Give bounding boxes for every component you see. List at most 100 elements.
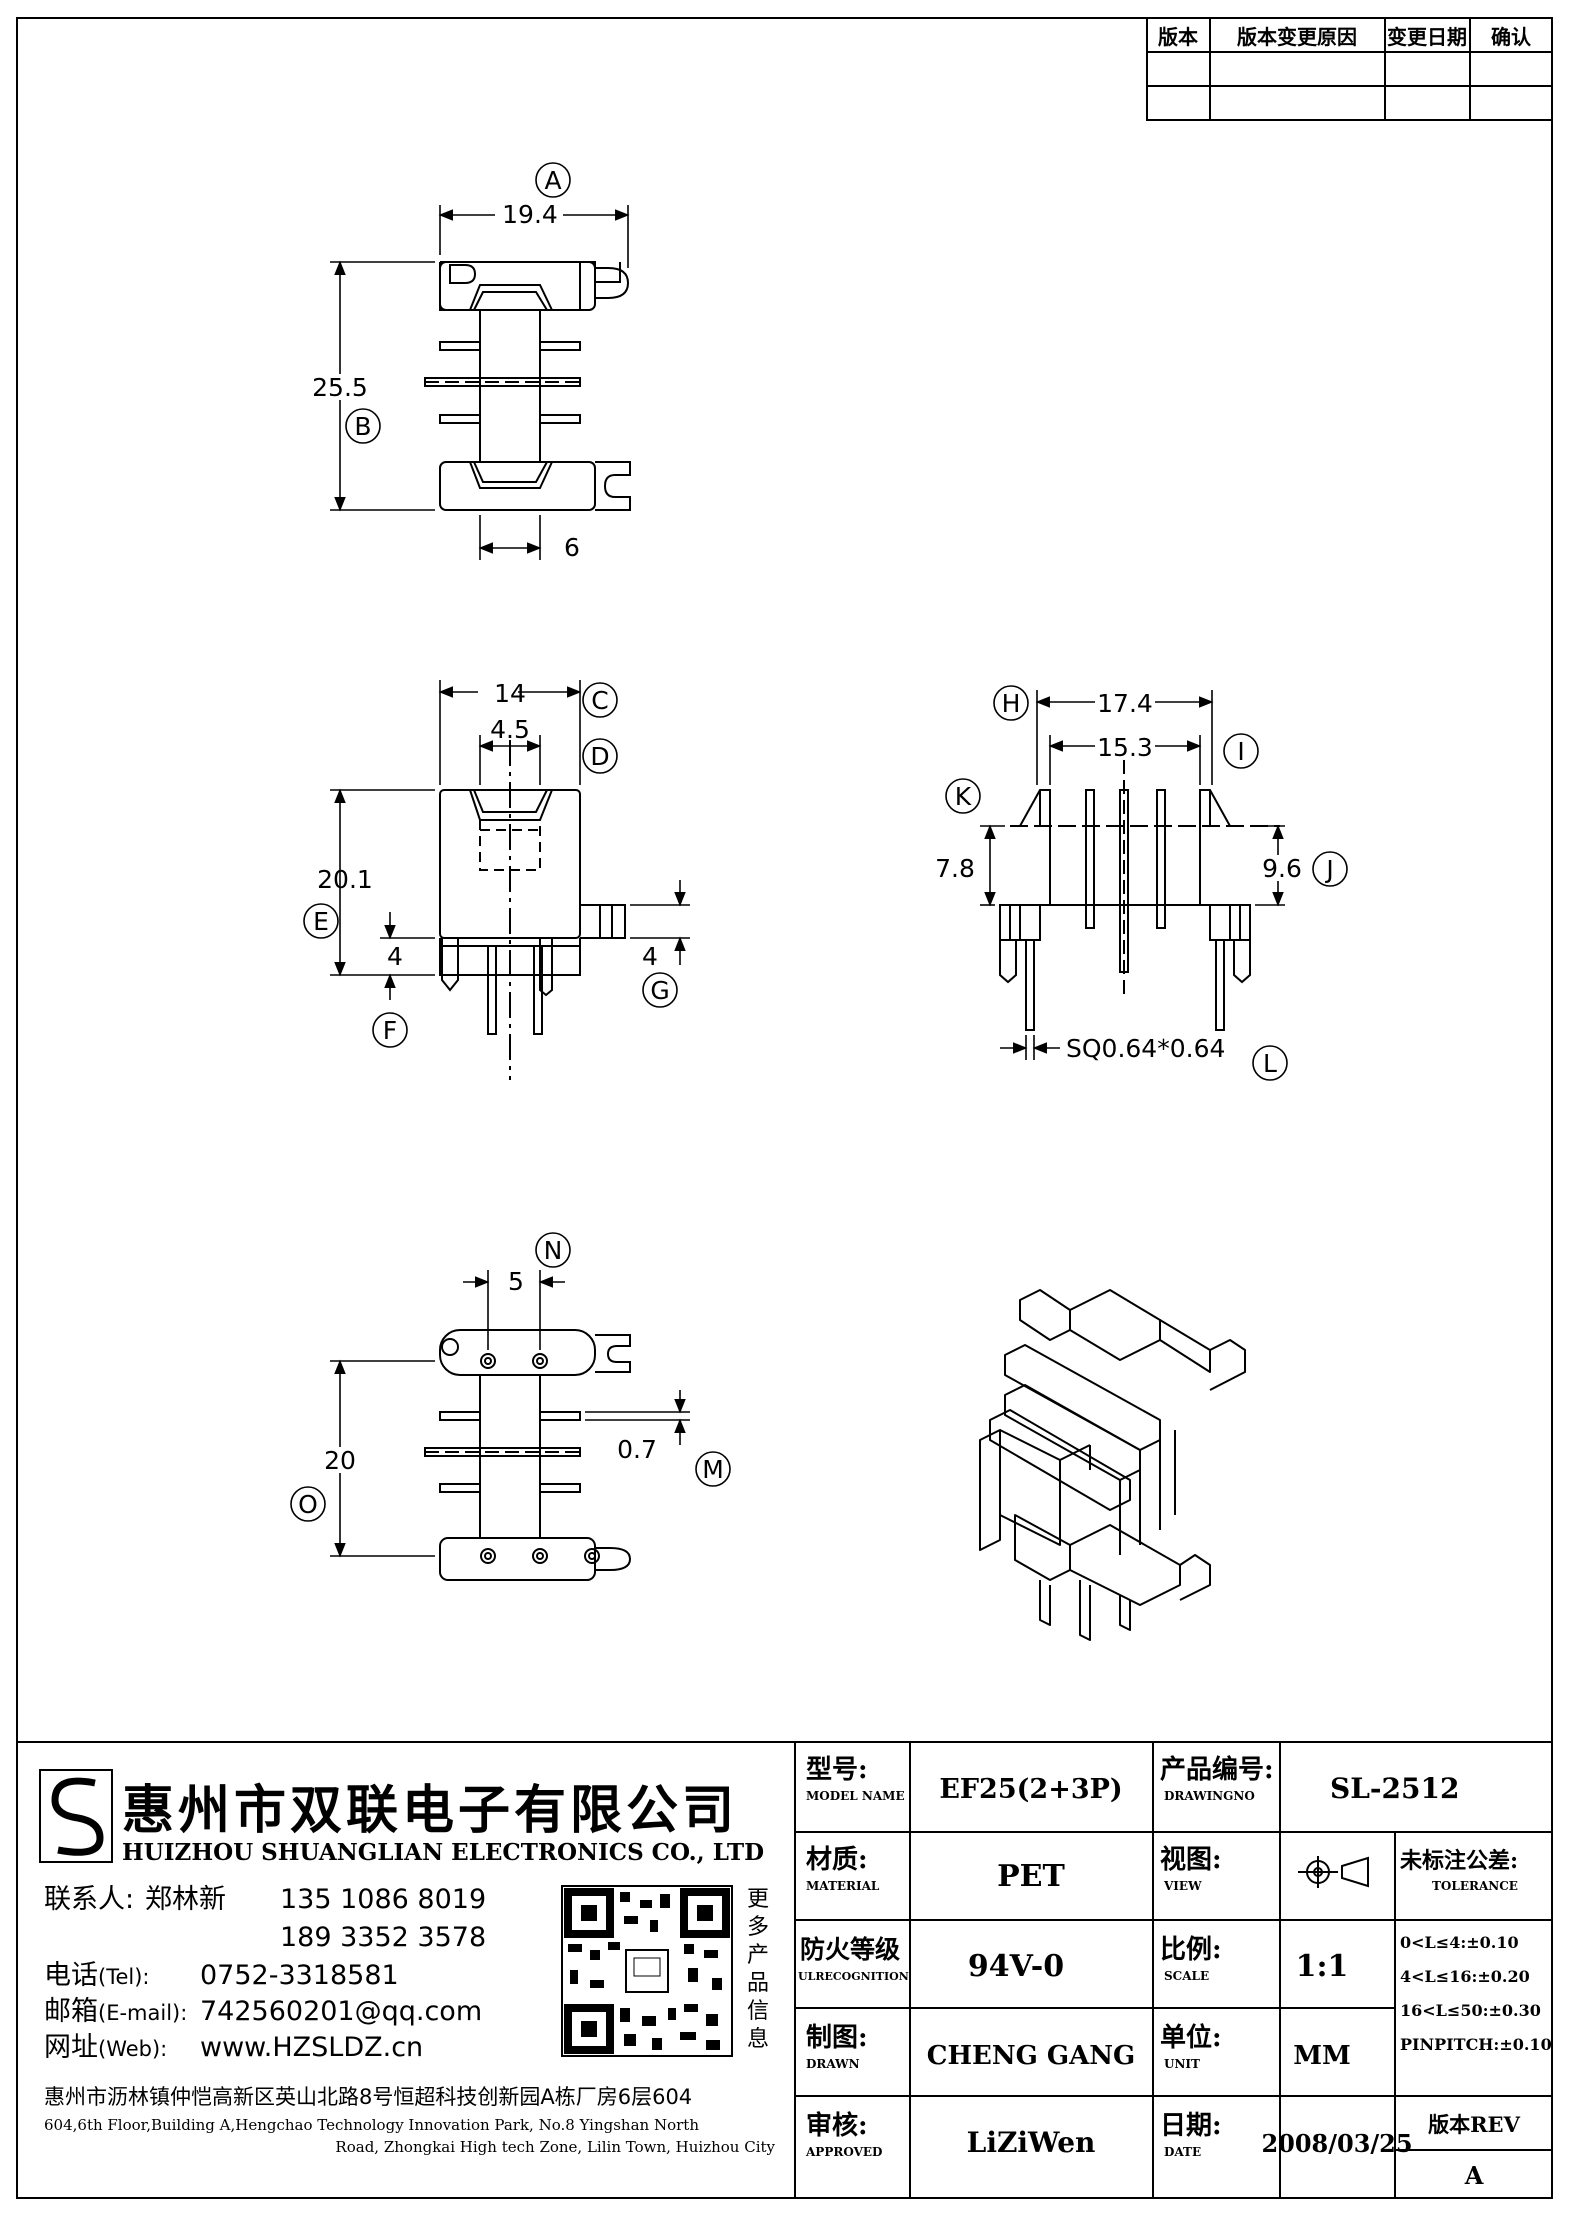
circle-c-label: C (591, 686, 608, 715)
date-value: 2008/03/25 (1261, 2129, 1412, 2158)
company-name-en: HUIZHOU SHUANGLIAN ELECTRONICS CO., LTD (122, 1839, 764, 1866)
dim-6-value: 6 (564, 533, 580, 562)
dim-mask (930, 855, 980, 881)
material-sublabel: MATERIAL (806, 1879, 880, 1893)
fire-rating-value: 94V-0 (968, 1949, 1064, 1984)
dim-mask (320, 1447, 360, 1473)
tolerance-label: 未标注公差: (1400, 1848, 1518, 1874)
drawing-border (16, 17, 1553, 2199)
bottom-view (424, 1329, 632, 1581)
address-cn: 惠州市沥林镇仲恺高新区英山北路8号恒超科技创新园A栋厂房6层604 (44, 2085, 692, 2109)
side-view (999, 760, 1280, 1031)
scale-value: 1:1 (1296, 1949, 1349, 1984)
circle-k-label: K (955, 782, 972, 811)
dim-mask (1095, 734, 1155, 760)
rev-header-version: 版本 (1158, 25, 1198, 49)
circle-a-label: A (544, 166, 561, 195)
scale-label: 比例: (1160, 1935, 1222, 1965)
approved-label: 审核: (806, 2110, 868, 2141)
more-info-char-3: 产 (747, 1943, 769, 1968)
drawing-no-sublabel: DRAWINGNO (1164, 1789, 1255, 1803)
material-label: 材质: (806, 1845, 868, 1875)
contact-label: 联系人: (44, 1884, 134, 1915)
material-value: PET (997, 1859, 1065, 1894)
circle-d-label: D (590, 742, 609, 771)
phone-1: 135 1086 8019 (280, 1884, 486, 1915)
dim-n-value: 5 (508, 1267, 524, 1296)
circle-n-label: N (544, 1236, 563, 1265)
dim-j-value: 9.6 (1262, 854, 1302, 883)
circle-i-label: I (1237, 737, 1244, 766)
dim-g-value: 4 (642, 942, 658, 971)
web-label: 网址 (44, 2032, 98, 2063)
web-value: www.HZSLDZ.cn (200, 2032, 423, 2063)
dim-mask (305, 374, 373, 400)
rev-header-date: 变更日期 (1387, 25, 1467, 49)
rev-header-confirm: 确认 (1491, 25, 1532, 49)
dim-m-value: 0.7 (617, 1435, 657, 1464)
company-name-cn: 惠州市双联电子有限公司 (122, 1780, 738, 1841)
unit-value: MM (1293, 2041, 1351, 2071)
scale-sublabel: SCALE (1164, 1969, 1209, 1983)
rev-label: 版本REV (1428, 2112, 1520, 2137)
phone-2: 189 3352 3578 (280, 1922, 486, 1953)
company-logo (39, 1769, 113, 1863)
dim-mask (1258, 855, 1308, 881)
tolerance-row-4: PINPITCH:±0.10 (1400, 2035, 1552, 2054)
circle-b-label: B (354, 412, 371, 441)
dim-d-value: 4.5 (490, 715, 530, 744)
drawing-no-label: 产品编号: (1160, 1754, 1274, 1785)
dim-i-value: 15.3 (1097, 733, 1153, 762)
drawn-value: CHENG GANG (927, 2041, 1135, 2071)
projection-symbol-icon (1298, 1856, 1369, 1888)
more-info-char-6: 息 (747, 2027, 769, 2052)
circle-m-label: M (702, 1455, 724, 1484)
contact-name: 郑林新 (145, 1884, 226, 1915)
top-view (424, 261, 631, 511)
tolerance-sublabel: TOLERANCE (1432, 1879, 1518, 1893)
email-value: 742560201@qq.com (200, 1996, 482, 2027)
revision-table (1146, 17, 1553, 121)
dim-o-value: 20 (324, 1446, 356, 1475)
model-label: 型号: (806, 1755, 868, 1785)
dim-h-value: 17.4 (1097, 689, 1153, 718)
fire-rating-sublabel: ULRECOGNITION (798, 1970, 909, 1983)
view-sublabel: VIEW (1163, 1879, 1202, 1893)
tel-value: 0752-3318581 (200, 1960, 399, 1991)
circle-e-label: E (313, 907, 329, 936)
more-info-char-5: 信 (747, 1999, 769, 2024)
tel-label: 电话 (44, 1960, 98, 1991)
dim-b-value: 25.5 (312, 373, 368, 402)
circle-j-label: J (1324, 855, 1333, 884)
tolerance-row-2: 4<L≤16:±0.20 (1400, 1967, 1530, 1986)
circle-h-label: H (1002, 689, 1021, 718)
model-sublabel: MODEL NAME (806, 1789, 905, 1803)
title-block-frame (17, 1741, 1552, 2198)
more-info-char-4: 品 (747, 1971, 769, 1996)
approved-value: LiZiWen (967, 2126, 1096, 2159)
circle-o-label: O (298, 1490, 318, 1519)
more-info-char-2: 多 (747, 1915, 769, 1940)
dim-f-value: 4 (387, 942, 403, 971)
unit-label: 单位: (1160, 2022, 1222, 2053)
view-label: 视图: (1160, 1845, 1222, 1875)
qr-code (561, 1885, 733, 2057)
dim-a-value: 19.4 (502, 200, 558, 229)
tolerance-row-3: 16<L≤50:±0.30 (1400, 2001, 1541, 2020)
email-sub-label: (E-mail): (98, 2001, 187, 2025)
rev-value: A (1464, 2161, 1484, 2190)
drawn-sublabel: DRAWN (806, 2057, 860, 2071)
drawing-no-value: SL-2512 (1330, 1772, 1459, 1805)
dim-mask (1095, 690, 1155, 716)
more-info-char-1: 更 (747, 1887, 769, 1912)
isometric-view (979, 1289, 1246, 1641)
dim-c-value: 14 (494, 679, 526, 708)
tel-sub-label: (Tel): (98, 1965, 149, 1989)
approved-sublabel: APPROVED (805, 2145, 882, 2159)
date-sublabel: DATE (1164, 2145, 1201, 2159)
unit-sublabel: UNIT (1164, 2057, 1200, 2071)
front-view (439, 740, 626, 1080)
drawn-label: 制图: (806, 2023, 868, 2053)
